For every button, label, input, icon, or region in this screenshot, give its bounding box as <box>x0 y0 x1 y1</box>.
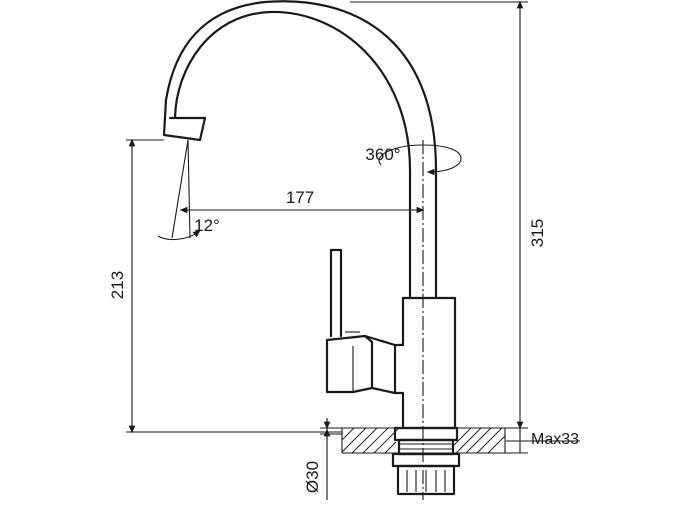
label-12: 12° <box>194 216 220 235</box>
faucet-body <box>393 296 457 430</box>
stream-tilt-indicator <box>157 139 201 241</box>
mounting-shank <box>391 426 461 496</box>
label-213: 213 <box>108 271 127 299</box>
mixer-handle <box>325 248 397 395</box>
dimension-max33 <box>505 428 580 454</box>
countertop-hatching-left <box>341 427 400 454</box>
label-177: 177 <box>286 188 314 207</box>
label-360: 360° <box>365 145 400 164</box>
label-315: 315 <box>528 219 547 247</box>
dimension-diameter-30 <box>320 418 342 500</box>
label-max33: Max33 <box>531 431 579 448</box>
countertop-section <box>341 427 506 454</box>
spout <box>162 0 438 300</box>
label-diameter-30: Ø30 <box>303 461 322 493</box>
dimension-315 <box>350 0 528 430</box>
rotation-indicator <box>378 144 462 176</box>
countertop-hatching-right <box>451 427 506 454</box>
dimension-213 <box>126 138 342 434</box>
